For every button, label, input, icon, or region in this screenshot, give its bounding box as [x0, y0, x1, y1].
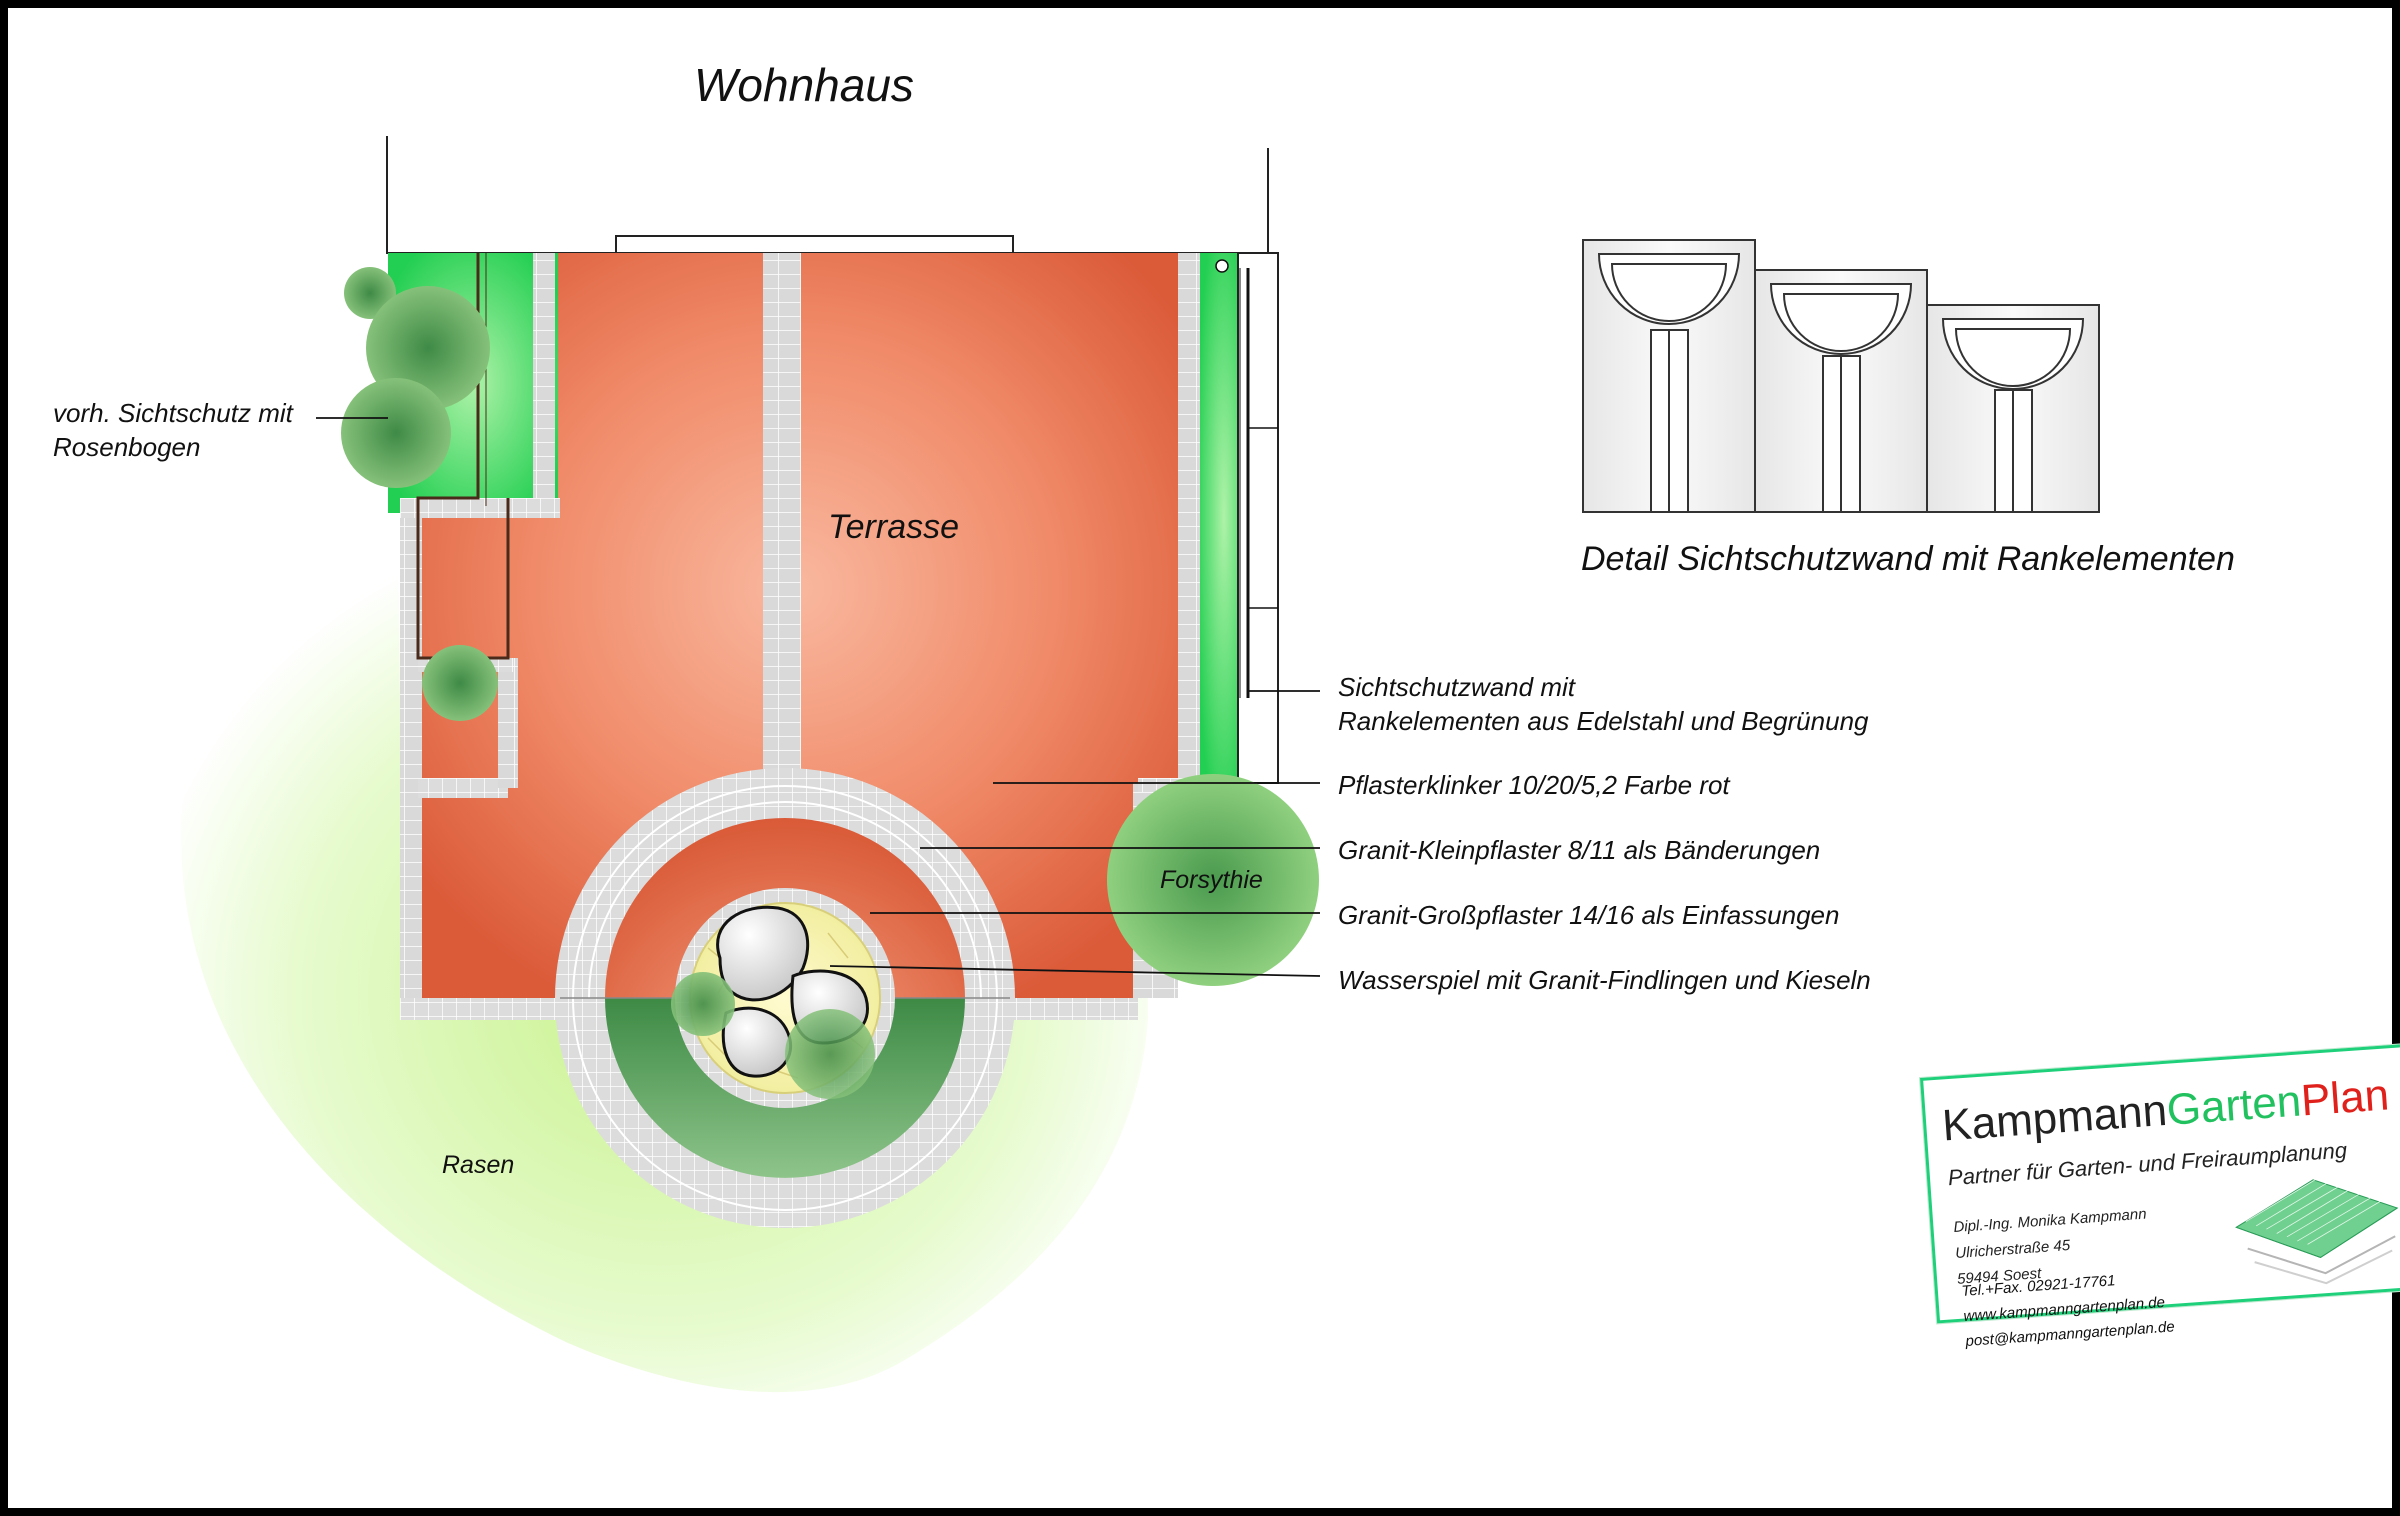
tree-small-bed: [422, 645, 498, 721]
legend-item-small-granite: Granit-Kleinpflaster 8/11 als Bänderunge…: [1338, 835, 1821, 865]
shrub-water-1: [671, 972, 735, 1036]
detail-title: Detail Sichtschutzwand mit Rankelementen: [1581, 540, 2235, 578]
detail-screen-panels: [1582, 239, 2100, 513]
brand-part-1: Kampmann: [1940, 1085, 2169, 1151]
granite-band: [763, 253, 801, 773]
legend-item-water-feature: Wasserspiel mit Granit-Findlingen und Ki…: [1338, 965, 1871, 995]
brand-part-2: Garten: [2165, 1076, 2303, 1135]
plan-frame: Wohnhaus Terrasse Rasen Forsythie vorh. …: [8, 8, 2400, 1508]
legend-item-large-granite: Granit-Großpflaster 14/16 als Einfassung…: [1338, 900, 1840, 930]
business-card: KampmannGartenPlan Partner für Garten- u…: [1920, 1043, 2400, 1324]
tree-rose-arch-group: [341, 267, 490, 488]
card-name: Dipl.-Ing. Monika Kampmann: [1952, 1205, 2148, 1237]
existing-screen-label-2: Rosenbogen: [53, 432, 201, 462]
building-label: Wohnhaus: [694, 59, 914, 111]
legend-item-clinker: Pflasterklinker 10/20/5,2 Farbe rot: [1338, 770, 1730, 800]
shrub-water-2: [785, 1009, 875, 1099]
house-wall-outline: [386, 136, 1269, 254]
brand-part-3: Plan: [2299, 1070, 2391, 1126]
legend-item-screen-wall-1: Sichtschutzwand mit: [1338, 672, 1575, 702]
existing-screen-label-1: vorh. Sichtschutz mit: [53, 398, 293, 428]
forsythia-shrub: [1107, 774, 1319, 986]
legend-item-screen-wall-2: Rankelementen aus Edelstahl und Begrünun…: [1338, 706, 1869, 736]
leader-lines: [316, 417, 1321, 977]
brand-logo-icon: [2235, 1174, 2399, 1285]
terrace-label: Terrasse: [828, 508, 960, 546]
card-street: Ulricherstraße 45: [1954, 1236, 2071, 1262]
forsythia-label: Forsythie: [1160, 866, 1263, 894]
garden-plan-drawing: [181, 136, 2100, 1393]
lawn-label: Rasen: [442, 1151, 515, 1179]
